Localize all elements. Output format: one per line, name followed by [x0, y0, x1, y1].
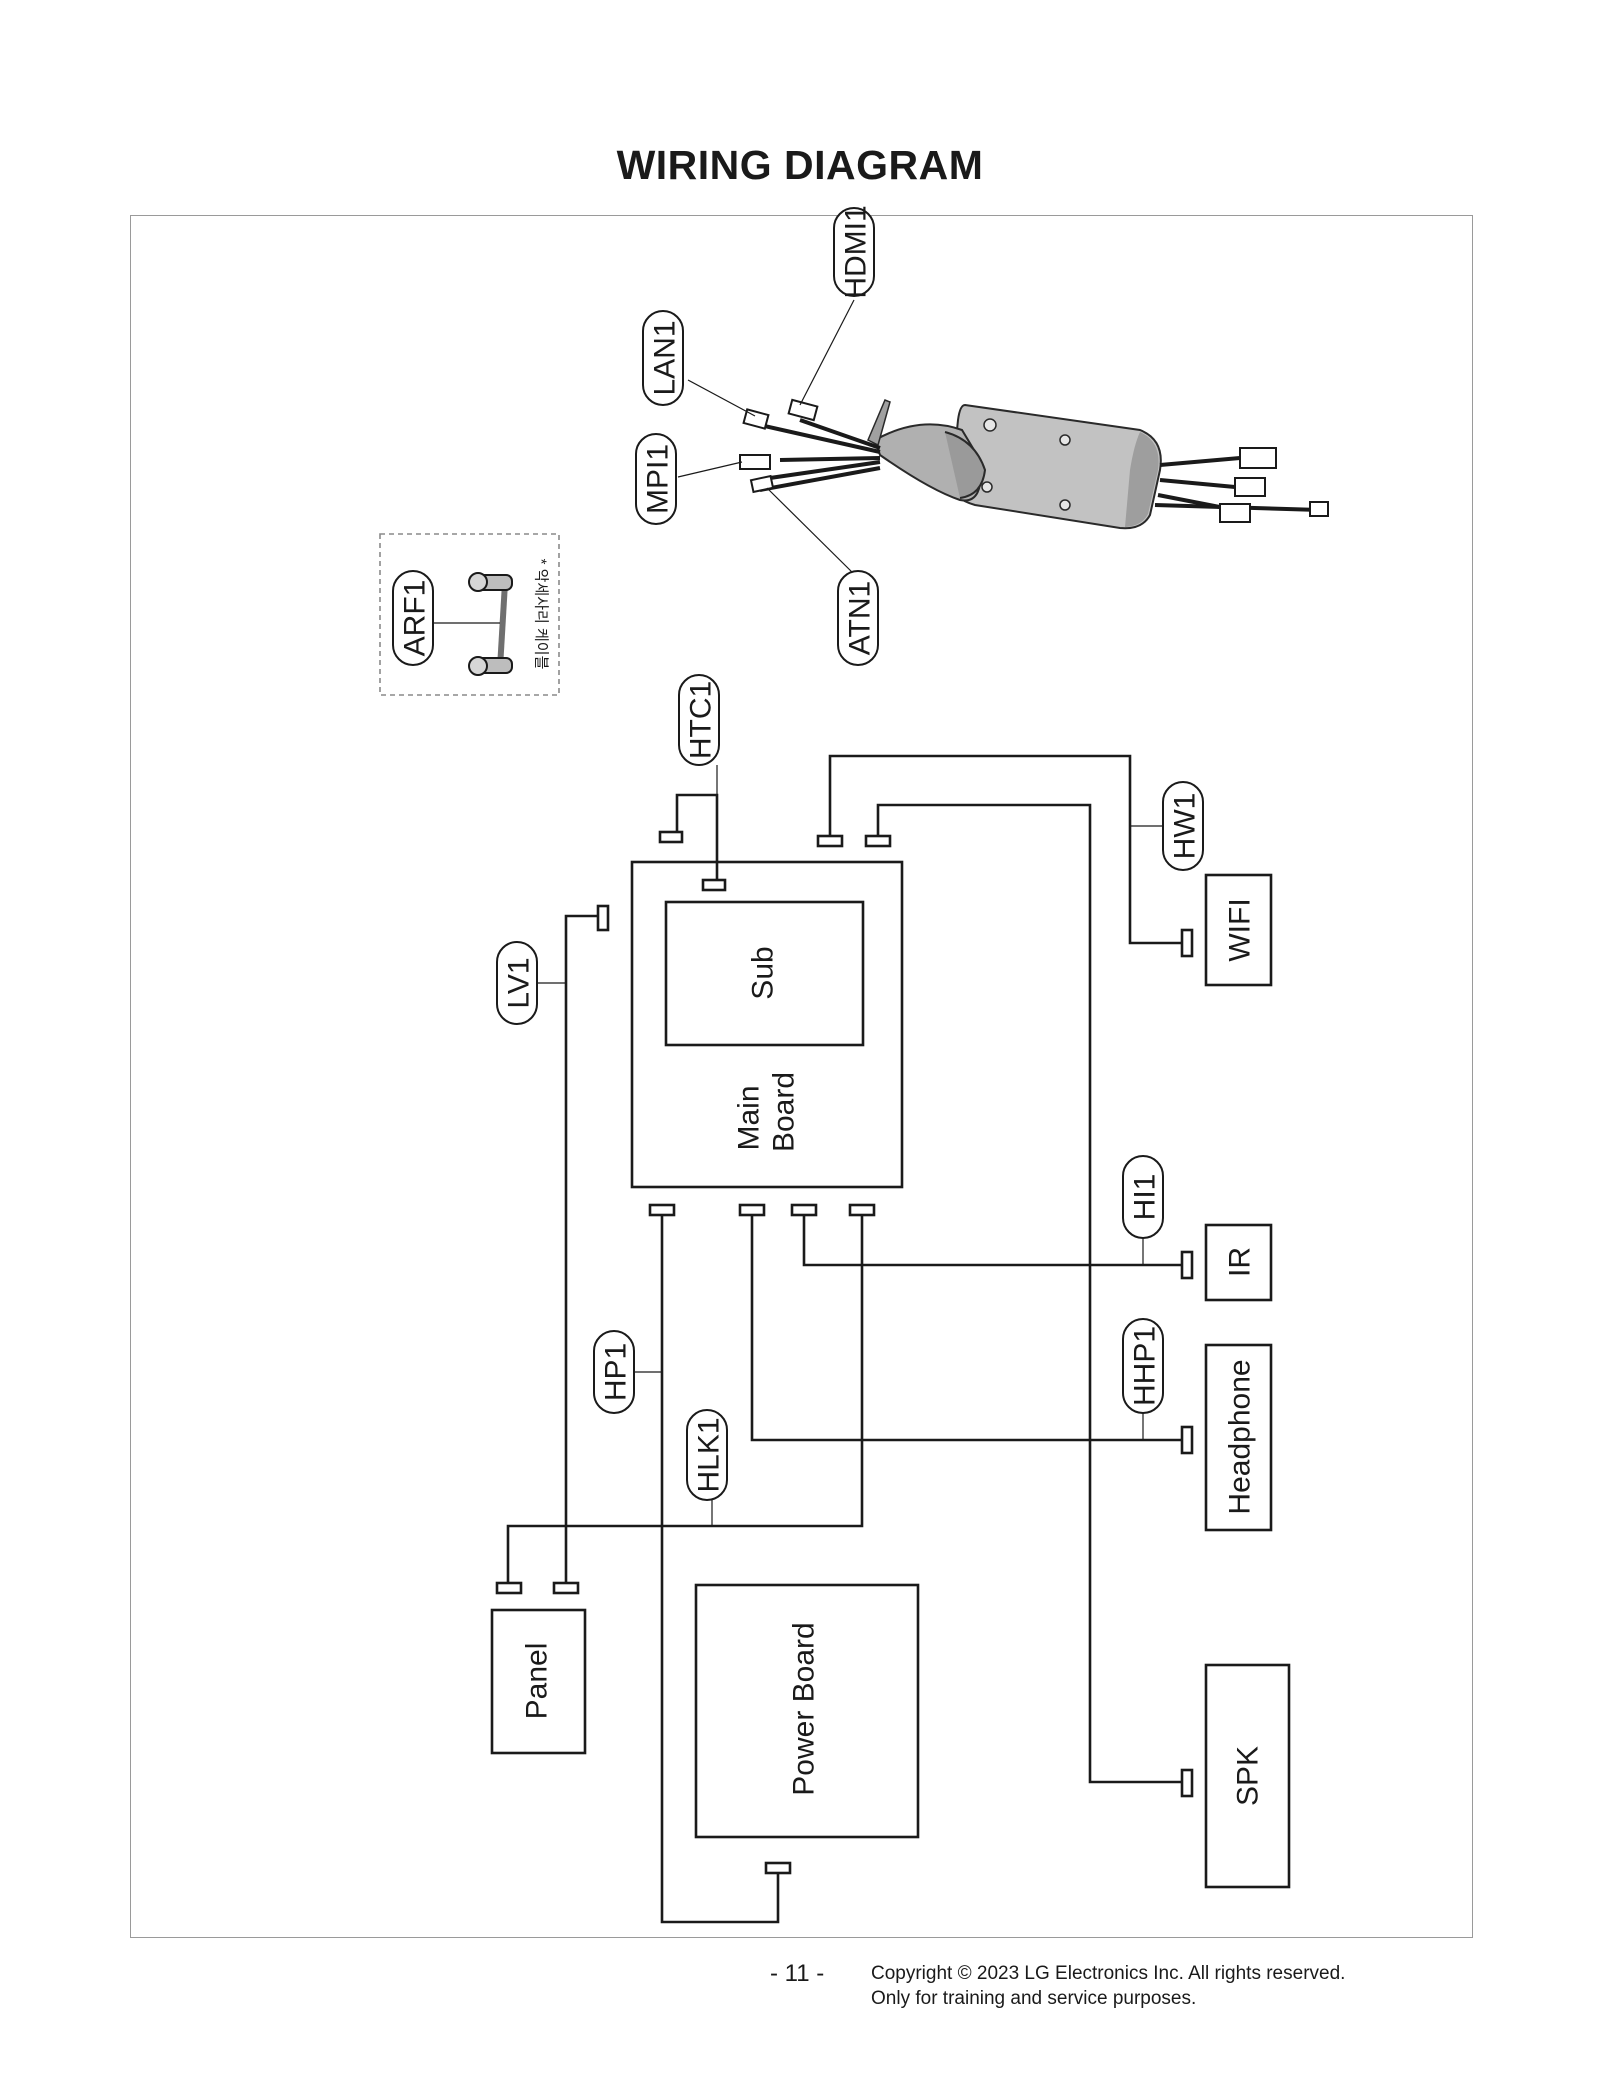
hw-label: HW1 — [1169, 793, 1202, 860]
diagram-frame — [130, 215, 1473, 1938]
lan-label: LAN1 — [649, 320, 682, 395]
hp-label: HP1 — [600, 1343, 633, 1401]
mpi-label: MPI1 — [642, 444, 675, 514]
accessory-note: * 악세사리 케이블 — [533, 559, 550, 670]
panel-label: Panel — [521, 1643, 554, 1720]
copyright-notice: Copyright © 2023 LG Electronics Inc. All… — [871, 1961, 1345, 2011]
spk-label: SPK — [1232, 1746, 1265, 1806]
copyright-line-1: Copyright © 2023 LG Electronics Inc. All… — [871, 1963, 1346, 1984]
copyright-line-2: Only for training and service purposes. — [871, 1988, 1197, 2009]
rf-cable-illustration — [468, 572, 513, 676]
cable-harness-illustration — [739, 398, 1329, 530]
power-board-box — [694, 1583, 920, 1839]
headphone-label: Headphone — [1224, 1359, 1257, 1514]
ir-label: IR — [1224, 1247, 1257, 1277]
headphone-box — [1204, 1343, 1273, 1532]
power-board-label: Power Board — [788, 1622, 821, 1795]
page-title: WIRING DIAGRAM — [616, 142, 984, 188]
arf-label: ARF1 — [399, 580, 432, 657]
panel-box — [490, 1608, 587, 1755]
page-number: - 11 - — [770, 1960, 825, 1987]
main-board-box — [630, 860, 904, 1189]
sub-board-label: Sub — [747, 946, 780, 999]
atn-label: ATN1 — [844, 581, 877, 655]
hlk-label: HLK1 — [693, 1417, 726, 1492]
sub-board-box — [664, 900, 865, 1047]
wifi-box — [1204, 873, 1273, 987]
hi-label: HI1 — [1129, 1174, 1162, 1221]
spk-box — [1204, 1663, 1291, 1889]
ir-box — [1204, 1223, 1273, 1302]
hdmi-label: HDMI1 — [840, 205, 873, 298]
main-board-label-line2: Board — [768, 1072, 801, 1152]
main-board-label-line1: Main — [733, 1085, 766, 1150]
wifi-label: WIFI — [1224, 898, 1257, 961]
lv-label: LV1 — [503, 957, 536, 1008]
htc-label: HTC1 — [685, 681, 718, 759]
hhp-label: HHP1 — [1129, 1326, 1162, 1406]
